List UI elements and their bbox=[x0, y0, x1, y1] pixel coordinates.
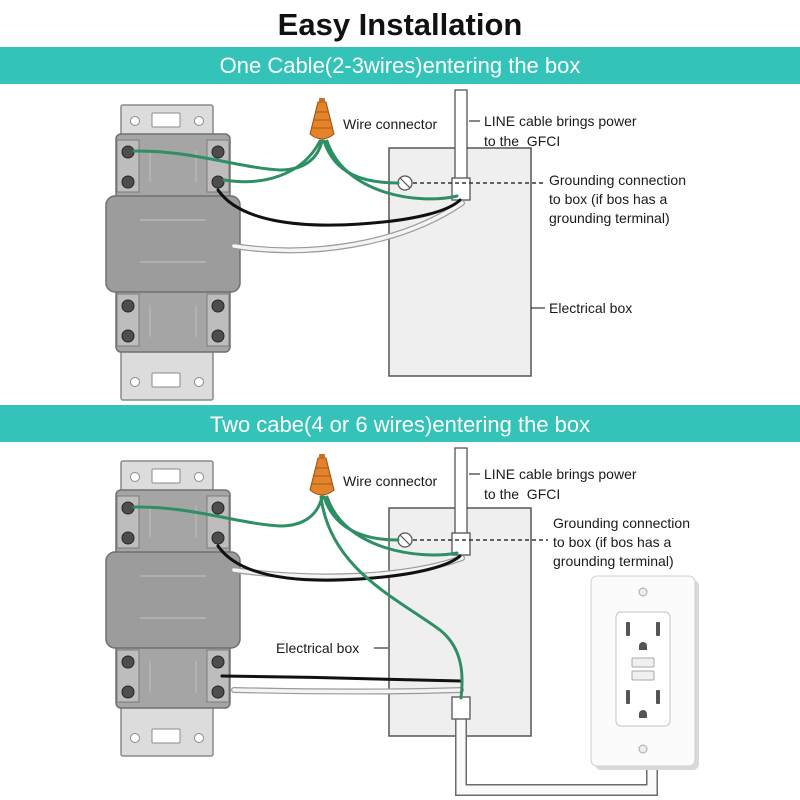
gfci-receptacle-side-view bbox=[105, 104, 241, 401]
grounding-label: Grounding connection bbox=[549, 172, 686, 188]
outlet-slot bbox=[626, 622, 630, 636]
green-ground-wire bbox=[325, 139, 459, 201]
black-hot-wire bbox=[220, 674, 463, 683]
line-cable-label: LINE cable brings power bbox=[484, 466, 637, 482]
load-cable bbox=[456, 719, 657, 795]
section-banner-text: One Cable(2-3wires)entering the box bbox=[220, 53, 581, 78]
line-cable-label: to the GFCI bbox=[484, 133, 560, 149]
green-ground-wire bbox=[132, 139, 324, 172]
line-cable-label: to the GFCI bbox=[484, 486, 560, 502]
section-one-cable: One Cable(2-3wires)entering the box Wire… bbox=[0, 47, 800, 401]
wire-connector-label: Wire connector bbox=[343, 116, 437, 132]
green-ground-wire bbox=[322, 495, 400, 542]
line-cable bbox=[454, 89, 468, 183]
electrical-box-label: Electrical box bbox=[549, 300, 632, 316]
outlet-slot bbox=[656, 690, 660, 704]
gfci-receptacle-side-view bbox=[105, 460, 241, 757]
section-banner-text: Two cabe(4 or 6 wires)entering the box bbox=[210, 412, 590, 437]
wire-connector bbox=[309, 97, 335, 140]
grounding-label: Grounding connection bbox=[553, 515, 690, 531]
wire-connector bbox=[309, 453, 335, 496]
black-hot-wire bbox=[216, 544, 462, 582]
gfci-receptacle-front-view bbox=[590, 575, 699, 770]
black-hot-wire bbox=[216, 188, 462, 227]
outlet-ground-hole bbox=[639, 642, 647, 650]
test-button bbox=[631, 657, 655, 668]
outlet-slot bbox=[656, 622, 660, 636]
green-ground-wire bbox=[222, 139, 322, 184]
white-neutral-wire bbox=[232, 201, 464, 253]
green-ground-wire bbox=[325, 495, 459, 557]
section-banner bbox=[0, 47, 800, 84]
reset-button bbox=[631, 670, 655, 681]
green-ground-wire bbox=[322, 139, 400, 185]
grounding-screw-slot bbox=[399, 534, 411, 546]
line-cable-label: LINE cable brings power bbox=[484, 113, 637, 129]
grounding-label: grounding terminal) bbox=[549, 210, 670, 226]
plate-screw bbox=[638, 587, 648, 597]
section-two-cables: Two cabe(4 or 6 wires)entering the box bbox=[0, 405, 800, 796]
grounding-label: to box (if bos has a bbox=[549, 191, 668, 207]
electrical-box-label: Electrical box bbox=[276, 640, 359, 656]
cable-clamp bbox=[451, 532, 471, 556]
grounding-label: to box (if bos has a bbox=[553, 534, 672, 550]
outlet-ground-hole bbox=[639, 710, 647, 718]
plate-screw bbox=[638, 744, 648, 754]
green-ground-wire bbox=[319, 495, 464, 700]
outlet-slot bbox=[626, 690, 630, 704]
page-title: Easy Installation bbox=[278, 7, 523, 42]
grounding-label: grounding terminal) bbox=[553, 553, 674, 569]
cable-clamp bbox=[451, 696, 471, 720]
white-neutral-wire bbox=[232, 688, 463, 694]
wire-connector-label: Wire connector bbox=[343, 473, 437, 489]
grounding-screw-slot bbox=[399, 177, 411, 189]
line-cable bbox=[454, 447, 468, 539]
section-banner bbox=[0, 405, 800, 442]
outlet-face bbox=[615, 611, 671, 727]
green-ground-wire bbox=[132, 495, 324, 528]
